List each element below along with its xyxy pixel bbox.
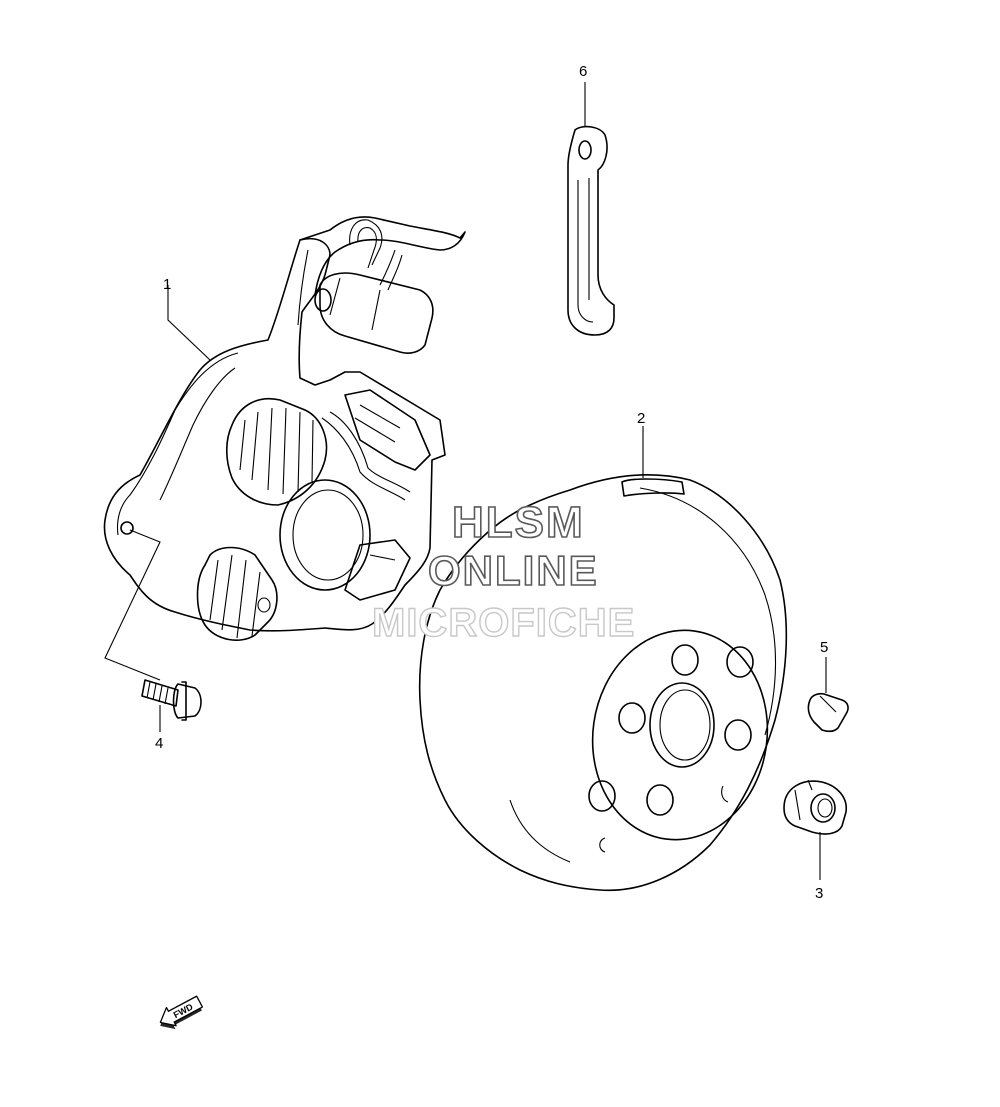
watermark-line3: MICROFICHE bbox=[372, 601, 635, 645]
fwd-arrow-icon: FWD bbox=[159, 995, 204, 1030]
callout-2: 2 bbox=[637, 410, 645, 427]
callout-1: 1 bbox=[163, 276, 171, 293]
callout-3: 3 bbox=[815, 885, 823, 902]
part-stator[interactable] bbox=[103, 216, 466, 641]
leader-1 bbox=[167, 285, 211, 361]
callout-4: 4 bbox=[155, 735, 163, 752]
callout-6: 6 bbox=[579, 63, 587, 80]
part-nut[interactable] bbox=[783, 779, 847, 835]
callout-5: 5 bbox=[820, 639, 828, 656]
part-key[interactable] bbox=[807, 692, 849, 733]
part-rotor[interactable] bbox=[418, 474, 788, 892]
part-bolt[interactable] bbox=[141, 679, 202, 721]
watermark-line2: ONLINE bbox=[428, 547, 599, 594]
watermark-line1: HLSM bbox=[452, 498, 585, 547]
part-clamp[interactable] bbox=[567, 125, 615, 336]
leader-4-stator bbox=[104, 529, 161, 681]
